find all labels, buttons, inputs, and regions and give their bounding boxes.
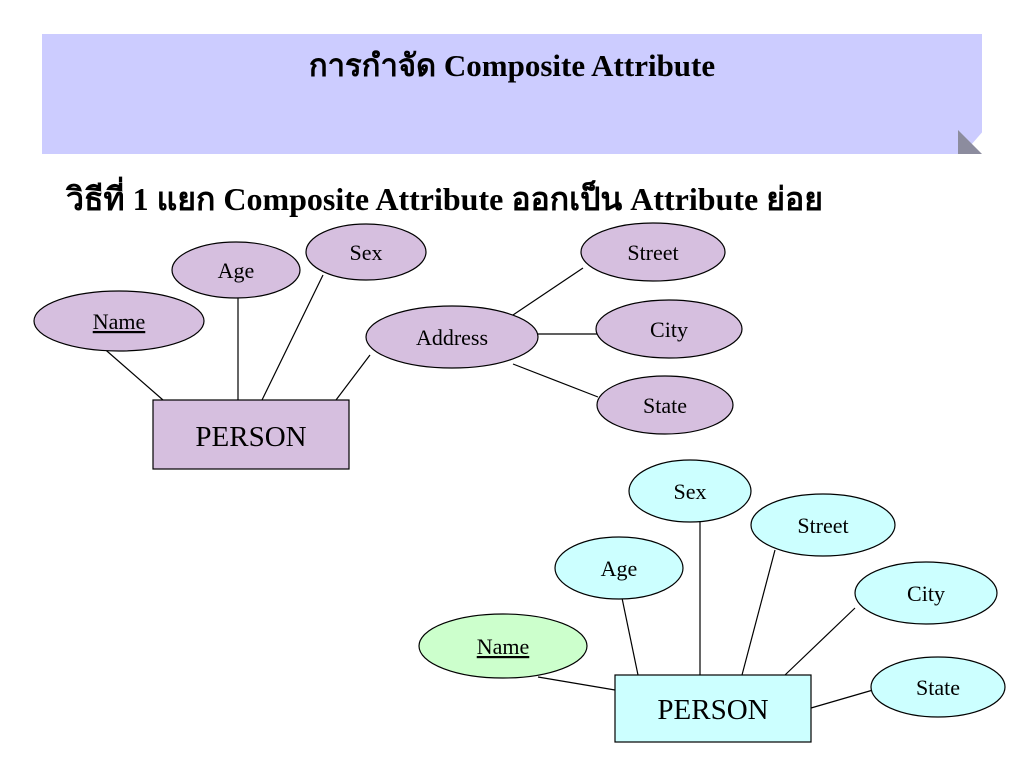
slide-title: การกำจัด Composite Attribute [308, 48, 716, 83]
connector-name-person [99, 344, 164, 401]
attr-city-label-2: City [907, 581, 945, 606]
attr-street-label: Street [627, 240, 678, 265]
connector-address-state [512, 363, 599, 398]
connector-name-person-2 [537, 676, 616, 691]
connector-street-person-2 [741, 549, 776, 676]
banner-page-curl [958, 130, 982, 154]
connector-city-person-2 [784, 607, 856, 676]
attr-name-label-2: Name [477, 634, 530, 659]
entity-person-2 [614, 674, 812, 743]
method-subtitle: วิธีที่ 1 แยก Composite Attribute ออกเป็… [66, 181, 823, 217]
attr-address-label: Address [416, 325, 488, 350]
entity-person-label-2: PERSON [657, 694, 768, 726]
attr-street-label-2: Street [797, 513, 848, 538]
attr-age-label: Age [218, 258, 255, 283]
attr-street-ellipse-2 [750, 493, 896, 557]
attr-state-ellipse-2 [870, 656, 1006, 718]
attr-state-label: State [643, 393, 687, 418]
attr-sex-ellipse [305, 223, 427, 281]
attr-city-ellipse-2 [854, 561, 998, 625]
attr-age-ellipse-2 [554, 536, 684, 600]
entity-person-label: PERSON [195, 421, 306, 453]
attr-state-label-2: State [916, 675, 960, 700]
attr-name-ellipse [33, 290, 205, 352]
attr-name-ellipse-2 [418, 613, 588, 679]
attr-address-ellipse [365, 305, 539, 369]
attr-age-ellipse [171, 241, 301, 299]
attr-state-ellipse [596, 375, 734, 435]
connector-age-person-2 [621, 597, 639, 676]
attr-sex-label-2: Sex [674, 479, 707, 504]
entity-person [152, 399, 350, 470]
attr-name-label: Name [93, 309, 146, 334]
connector-address-person [335, 354, 371, 401]
attr-city-ellipse [595, 299, 743, 359]
attr-street-ellipse [580, 222, 726, 282]
attr-sex-label: Sex [350, 240, 383, 265]
attr-sex-ellipse-2 [628, 459, 752, 523]
connector-address-street [509, 267, 584, 318]
attr-age-label-2: Age [601, 556, 638, 581]
connector-state-person-2 [810, 689, 874, 709]
attr-city-label: City [650, 317, 688, 342]
title-banner [42, 34, 982, 154]
connector-sex-person [261, 274, 324, 401]
